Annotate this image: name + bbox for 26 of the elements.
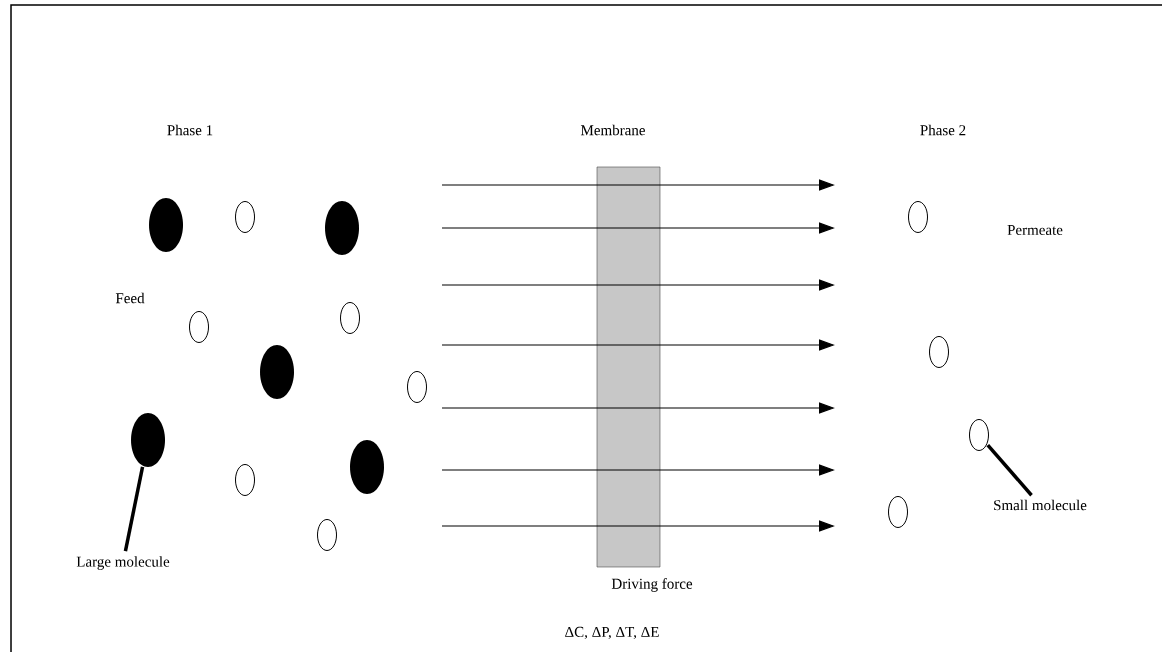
- driving-force-terms: ΔC, ΔP, ΔT, ΔE: [565, 626, 659, 640]
- leader-line: [123, 466, 145, 552]
- small-molecule: [235, 201, 255, 233]
- driving-force-label: Driving force: [611, 578, 693, 592]
- phase-label: Phase 1: [167, 124, 213, 136]
- small-molecule: [189, 311, 209, 343]
- small-molecule: [317, 519, 337, 551]
- small-molecule: [340, 302, 360, 334]
- molecule-label: Large molecule: [76, 556, 170, 570]
- large-molecule: [260, 345, 294, 399]
- small-molecule: [908, 201, 928, 233]
- large-molecule: [131, 413, 165, 467]
- membrane-label: Membrane: [580, 124, 645, 136]
- small-molecule: [969, 419, 989, 451]
- molecule-label: Small molecule: [994, 499, 1087, 511]
- small-molecule: [888, 496, 908, 528]
- large-molecule: [350, 440, 384, 494]
- large-molecule: [149, 198, 183, 252]
- region-label: Feed: [115, 292, 145, 304]
- leader-line: [986, 443, 1033, 497]
- small-molecule: [407, 371, 427, 403]
- small-molecule: [929, 336, 949, 368]
- region-label: Permeate: [1007, 225, 1063, 235]
- phase-label: Phase 2: [920, 124, 966, 136]
- small-molecule: [235, 464, 255, 496]
- large-molecule: [325, 201, 359, 255]
